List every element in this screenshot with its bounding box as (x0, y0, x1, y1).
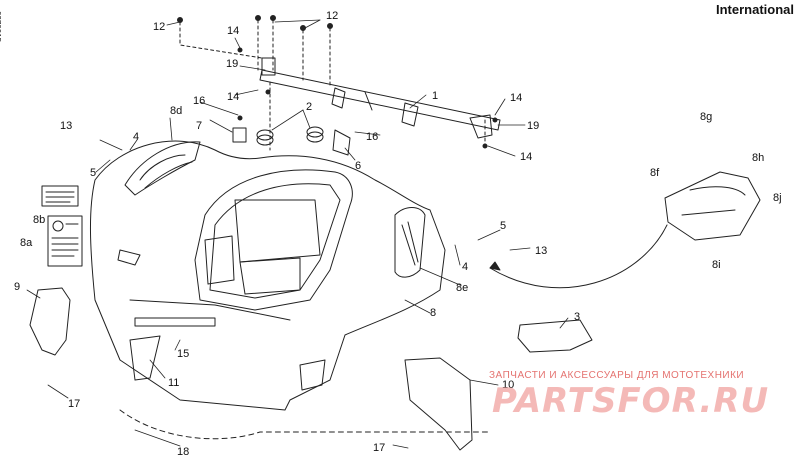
callout-17-left: 17 (68, 398, 80, 410)
callout-7: 7 (196, 120, 202, 132)
callout-11: 11 (168, 377, 179, 389)
front-body-shell (90, 140, 446, 411)
callout-8h: 8h (752, 152, 764, 164)
callout-12-right: 12 (326, 10, 338, 22)
callout-17-right: 17 (373, 442, 385, 454)
callout-9: 9 (14, 281, 20, 293)
callout-18: 18 (177, 446, 189, 458)
callout-12-left: 12 (153, 21, 165, 33)
bracket-7 (232, 127, 247, 143)
plate-part-3 (517, 319, 593, 353)
callout-8i: 8i (712, 259, 721, 271)
callout-4-left: 4 (133, 131, 139, 143)
callout-8: 8 (430, 307, 436, 319)
diagram-title: International (715, 2, 794, 17)
callout-8e: 8e (456, 282, 468, 294)
leader-lines (26, 19, 569, 449)
watermark-tagline: ЗАПЧАСТИ И АКСЕССУАРЫ ДЛЯ МОТОТЕХНИКИ (489, 370, 745, 381)
callout-8b: 8b (33, 214, 45, 226)
callout-8j: 8j (773, 192, 782, 204)
callout-14-a: 14 (227, 25, 239, 37)
callout-16-b: 16 (366, 131, 378, 143)
callout-1: 1 (432, 90, 438, 102)
grommets (256, 126, 324, 146)
callout-14-c: 14 (510, 92, 522, 104)
headlight-pod-right (394, 207, 426, 278)
callout-13-right: 13 (535, 245, 547, 257)
bracket-6 (332, 129, 351, 156)
headlight-pod-left (124, 141, 201, 196)
callout-14-b: 14 (227, 91, 239, 103)
callout-14-d: 14 (520, 151, 532, 163)
callout-8g: 8g (700, 111, 712, 123)
lower-bracket-11 (129, 317, 216, 381)
callout-5-right: 5 (500, 220, 506, 232)
callout-10: 10 (502, 379, 514, 391)
callout-8a: 8a (20, 237, 33, 249)
detail-arrowhead (489, 261, 501, 271)
callout-8f: 8f (650, 167, 660, 179)
side-panel-9 (29, 287, 71, 356)
callout-15: 15 (177, 348, 189, 360)
callout-2: 2 (306, 101, 312, 113)
callout-5-left: 5 (90, 167, 96, 179)
watermark-logo: PARTSFOR.RU (492, 381, 770, 421)
callout-19-left: 19 (226, 58, 238, 70)
rack-tube-part (259, 57, 501, 139)
callout-3: 3 (574, 311, 580, 323)
callout-6: 6 (355, 160, 361, 172)
callout-13-left: 13 (60, 120, 72, 132)
callout-16-a: 16 (193, 95, 205, 107)
callout-4-right: 4 (462, 261, 468, 273)
cover-detail-8g (664, 171, 761, 241)
bolt-heads (177, 15, 498, 149)
side-panel-10 (404, 357, 473, 451)
warning-labels (41, 185, 83, 267)
detail-arrow (489, 224, 668, 289)
callout-19-right: 19 (527, 120, 539, 132)
wire-18 (119, 409, 491, 440)
callout-8d: 8d (170, 105, 182, 117)
